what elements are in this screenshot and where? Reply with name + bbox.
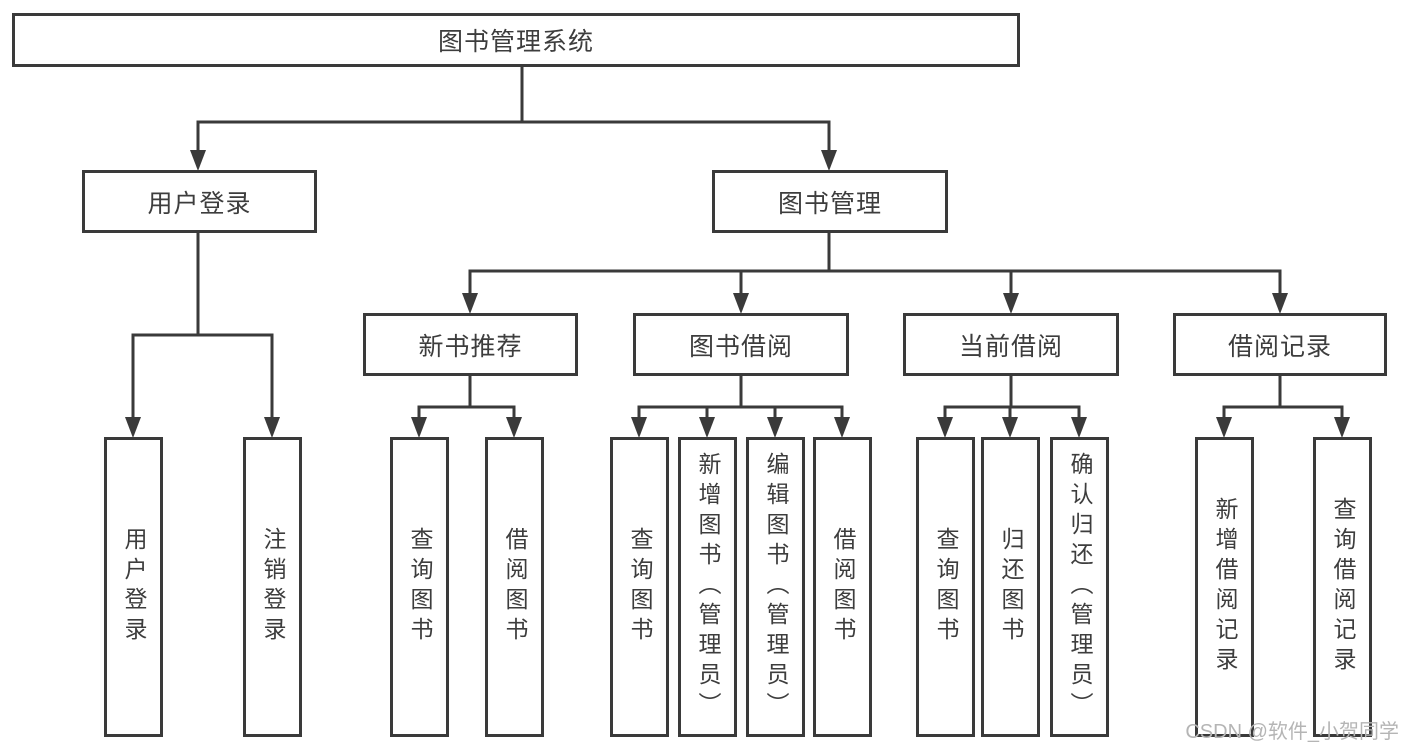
node-book-borrowing: 图书借阅 [633,313,849,376]
arrowheads [125,150,1350,438]
leaf-user-login: 用户登录 [104,437,163,737]
csdn-watermark: CSDN @软件_小贺同学 [1185,721,1399,743]
node-book-management: 图书管理 [712,170,948,233]
leaf-edit-book-admin: 编辑图书（管理员） [746,437,805,737]
leaf-query-books: 查询图书 [390,437,449,737]
leaf-borrow-books: 借阅图书 [813,437,872,737]
node-user-login: 用户登录 [82,170,317,233]
leaf-add-borrowing-record: 新增借阅记录 [1195,437,1254,737]
leaf-query-borrowing-record: 查询借阅记录 [1313,437,1372,737]
root-node-library-system: 图书管理系统 [12,13,1020,67]
node-borrowing-records: 借阅记录 [1173,313,1387,376]
leaf-confirm-return-admin: 确认归还（管理员） [1050,437,1109,737]
leaf-logout: 注销登录 [243,437,302,737]
leaf-add-book-admin: 新增图书（管理员） [678,437,737,737]
leaf-borrow-books: 借阅图书 [485,437,544,737]
leaf-query-books: 查询图书 [916,437,975,737]
node-current-borrowing: 当前借阅 [903,313,1119,376]
leaf-query-books: 查询图书 [610,437,669,737]
leaf-return-books: 归还图书 [981,437,1040,737]
node-new-book-recommendation: 新书推荐 [363,313,578,376]
